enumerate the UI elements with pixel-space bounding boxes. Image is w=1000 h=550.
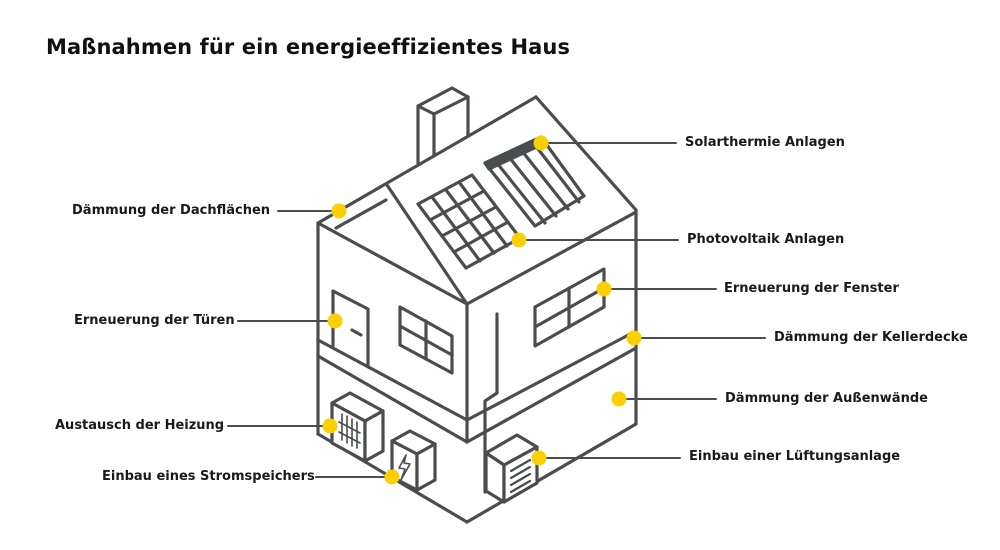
marker-erneuerung-fenster[interactable] [596, 281, 612, 297]
lightning-bolt-icon [398, 454, 411, 481]
marker-daemmung-dachflaechen[interactable] [331, 203, 347, 219]
house-walls [316, 208, 638, 524]
page-title: Maßnahmen für ein energieeffizientes Hau… [46, 35, 571, 59]
ventilation-unit [484, 433, 539, 504]
label-photovoltaik: Photovoltaik Anlagen [687, 232, 845, 247]
battery-unit [390, 429, 437, 492]
leader-lines [227, 142, 766, 478]
right-window [533, 267, 606, 348]
marker-erneuerung-tueren[interactable] [327, 313, 343, 329]
marker-einbau-lueftungsanlage[interactable] [531, 450, 547, 466]
label-erneuerung-fenster: Erneuerung der Fenster [724, 281, 899, 296]
chimney [416, 86, 470, 165]
marker-daemmung-aussenwaende[interactable] [611, 391, 627, 407]
marker-austausch-heizung[interactable] [322, 418, 338, 434]
label-einbau-lueftungsanlage: Einbau einer Lüftungsanlage [689, 449, 901, 464]
label-einbau-stromspeicher: Einbau eines Stromspeichers [102, 469, 315, 484]
label-daemmung-kellerdecke: Dämmung der Kellerdecke [774, 330, 968, 345]
radiator-icon [338, 413, 361, 449]
label-daemmung-dachflaechen: Dämmung der Dachflächen [72, 203, 271, 218]
marker-photovoltaik[interactable] [511, 232, 527, 248]
left-window [398, 305, 454, 375]
vent-grille-icon [509, 458, 532, 494]
marker-einbau-stromspeicher[interactable] [384, 469, 400, 485]
marker-daemmung-kellerdecke[interactable] [626, 330, 642, 346]
solar-thermal-panel [483, 135, 586, 228]
label-solarthermie: Solarthermie Anlagen [685, 135, 845, 150]
label-austausch-heizung: Austausch der Heizung [55, 418, 225, 433]
roof [316, 95, 638, 306]
door [331, 289, 370, 368]
marker-solarthermie[interactable] [533, 135, 549, 151]
label-daemmung-aussenwaende: Dämmung der Außenwände [725, 391, 928, 406]
label-erneuerung-tueren: Erneuerung der Türen [74, 313, 235, 328]
